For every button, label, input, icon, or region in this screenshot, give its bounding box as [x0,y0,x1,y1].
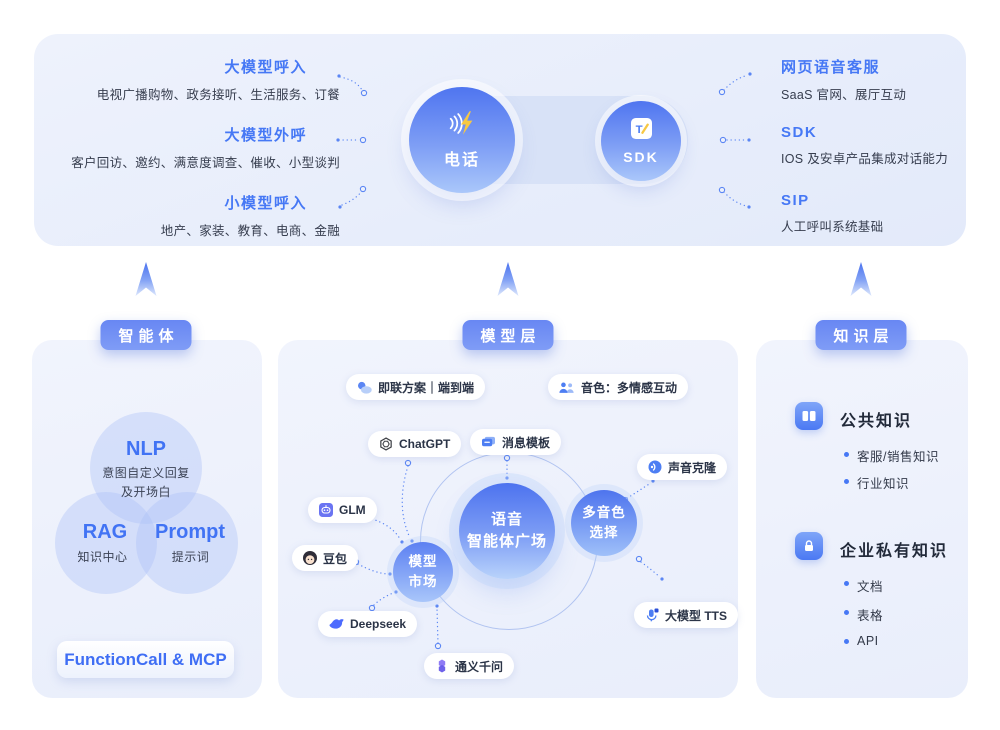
deepseek-icon [329,618,344,630]
agent-badge: 智能体 [100,320,192,350]
bullet-dot [844,452,849,457]
feature-tag-timbre: 音色：多情感互动 [548,374,689,400]
bullet-dot [844,610,849,615]
up-arrow-icon [497,262,519,296]
feature-tag-label: 即联方案｜端到端 [378,380,475,395]
bullet-dot [844,581,849,586]
use-case-desc: 电视广播购物、政务接听、生活服务、订餐 [96,88,340,102]
model-node-glm: GLM [308,497,377,523]
model-market-hub: 模型 市场 [393,542,453,602]
qwen-icon [435,659,449,673]
model-node-label: 大模型 TTS [665,608,727,623]
phone-channel-label: 电话 [443,151,480,169]
sdk-channel-label: SDK [623,148,659,165]
model-node-label: 消息模板 [502,435,551,450]
model-node-label: 通义千问 [455,659,504,674]
lock-icon [795,532,823,560]
knowledge-layer-panel [756,340,968,698]
use-case-title: SDK [781,124,818,141]
model-node-voice-clone: 声音克隆 [637,454,728,480]
use-case-web-voice: 网页语音客服 SaaS 官网、展厅互动 [781,56,906,103]
model-node-qwen: 通义千问 [424,653,515,679]
multi-timbre-hub: 多音色 选择 [571,490,637,556]
venn-nlp-title: NLP [126,438,166,460]
venn-nlp-desc: 意图自定义回复 及开场白 [102,466,190,500]
up-arrow-icon [850,262,872,296]
model-node-doubao: 豆包 [292,545,359,571]
message-icon [481,436,496,449]
bullet-dot [844,639,849,644]
use-case-desc: 人工呼叫系统基础 [781,220,884,234]
knowledge-item: 表格 [857,609,884,623]
use-case-title: 大模型呼入 [224,59,307,76]
model-node-label: 声音克隆 [668,460,717,475]
use-case-desc: 客户回访、邀约、满意度调查、催收、小型谈判 [71,156,340,170]
venn-rag-title: RAG [82,521,128,543]
use-case-sdk: SDK IOS 及安卓产品集成对话能力 [781,124,948,167]
use-case-sip: SIP 人工呼叫系统基础 [781,192,883,235]
knowledge-item: 行业知识 [857,477,910,491]
knowledge-item: 文档 [857,580,884,594]
model-node-label: ChatGPT [399,437,451,451]
use-case-small-model-inbound: 小模型呼入 地产、家装、教育、电商、金融 [161,192,340,239]
use-case-llm-inbound: 大模型呼入 电视广播购物、政务接听、生活服务、订餐 [97,56,340,103]
model-node-message-template: 消息模板 [470,429,562,455]
feature-tag-e2e: 即联方案｜端到端 [346,374,486,400]
knowledge-item: 客服/销售知识 [857,450,939,464]
use-case-title: SIP [781,192,810,209]
sdk-channel-circle: T SDK [601,101,681,181]
people-icon [559,381,575,394]
venn-circle-nlp [90,412,202,524]
functioncall-mcp-label: FunctionCall & MCP [57,641,234,678]
venn-prompt-title: Prompt [155,521,225,543]
voice-agent-plaza-hub: 语音 智能体广场 [459,483,555,579]
svg-text:T: T [635,123,642,135]
model-node-llm-tts: 大模型 TTS [634,602,738,628]
voice-clone-icon [648,460,662,474]
model-node-label: GLM [339,503,366,517]
use-case-llm-outbound: 大模型外呼 客户回访、邀约、满意度调查、催收、小型谈判 [71,124,340,171]
book-icon [795,402,823,430]
agent-panel [32,340,262,698]
sdk-doc-icon: T [630,117,652,144]
glm-icon [319,503,333,517]
model-node-label: Deepseek [350,617,407,631]
use-case-title: 网页语音客服 [781,59,881,76]
private-knowledge-title: 企业私有知识 [840,543,949,560]
venn-rag-desc: 知识中心 [77,550,128,564]
use-case-desc: SaaS 官网、展厅互动 [781,88,907,102]
venn-circle-rag [55,492,157,594]
doubao-icon [303,551,317,565]
cloud-icon [357,381,372,394]
venn-circle-prompt [136,492,238,594]
public-knowledge-title: 公共知识 [840,413,913,430]
knowledge-item: API [857,634,879,648]
use-case-desc: IOS 及安卓产品集成对话能力 [781,152,949,166]
use-case-title: 大模型外呼 [224,127,307,144]
model-node-deepseek: Deepseek [318,611,418,637]
venn-prompt-desc: 提示词 [171,550,210,564]
model-node-chatgpt: ChatGPT [368,431,462,457]
knowledge-layer-badge: 知识层 [815,320,907,350]
tts-icon [645,608,659,622]
model-layer-badge: 模型层 [462,320,554,350]
feature-tag-label: 音色：多情感互动 [581,380,678,395]
bullet-dot [844,479,849,484]
up-arrow-icon [135,262,157,296]
openai-icon [379,437,393,451]
phone-channel-circle: 电话 [409,87,515,193]
use-case-desc: 地产、家装、教育、电商、金融 [160,224,340,238]
phone-wave-bolt-icon [446,110,478,141]
model-node-label: 豆包 [323,551,348,566]
use-case-title: 小模型呼入 [224,195,307,212]
